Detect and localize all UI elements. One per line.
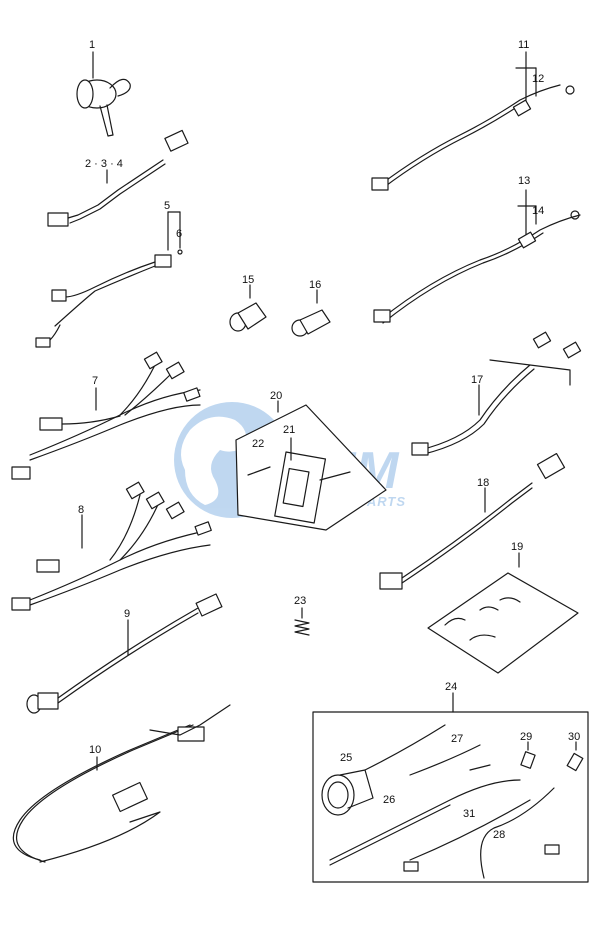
part-24-kit-box [312, 692, 589, 883]
callout-14: 14 [532, 205, 544, 217]
callout-2-3-4: 2 · 3 · 4 [85, 158, 123, 170]
callout-27: 27 [451, 733, 463, 745]
callout-21: 21 [283, 424, 295, 436]
part-20-switch-panel [235, 400, 387, 531]
part-11-harness [371, 51, 575, 191]
callout-1: 1 [89, 39, 95, 51]
callout-11: 11 [518, 39, 529, 51]
part-9-cable [26, 593, 223, 714]
callout-13: 13 [518, 175, 530, 187]
callout-12: 12 [532, 73, 544, 85]
part-2-3-4-harness [47, 129, 189, 227]
callout-20: 20 [270, 390, 282, 402]
part-13-harness [373, 189, 581, 324]
callout-30: 30 [568, 731, 580, 743]
callout-7: 7 [92, 375, 98, 387]
callout-15: 15 [242, 274, 254, 286]
part-17-harness [411, 331, 582, 456]
callout-29: 29 [520, 731, 532, 743]
part-5-harness [35, 211, 183, 348]
part-18-cable [379, 452, 566, 590]
callout-18: 18 [477, 477, 489, 489]
part-10-cable [12, 704, 231, 863]
callout-24: 24 [445, 681, 457, 693]
part-16-connector [291, 289, 331, 337]
part-7-harness [11, 351, 201, 480]
part-8-harness [11, 481, 212, 611]
callout-31: 31 [463, 808, 475, 820]
callout-26: 26 [383, 794, 395, 806]
part-19-bag [427, 552, 579, 674]
callout-6: 6 [176, 228, 182, 240]
callout-23: 23 [294, 595, 306, 607]
callout-28: 28 [493, 829, 505, 841]
callout-9: 9 [124, 608, 130, 620]
callout-16: 16 [309, 279, 321, 291]
callout-19: 19 [511, 541, 523, 553]
part-15-connector [229, 284, 267, 332]
callout-22: 22 [252, 438, 264, 450]
callout-5: 5 [164, 200, 170, 212]
callout-17: 17 [471, 374, 483, 386]
callout-25: 25 [340, 752, 352, 764]
callout-10: 10 [89, 744, 101, 756]
part-23-spring [294, 607, 310, 636]
callout-8: 8 [78, 504, 84, 516]
part-1-cap [76, 51, 131, 137]
